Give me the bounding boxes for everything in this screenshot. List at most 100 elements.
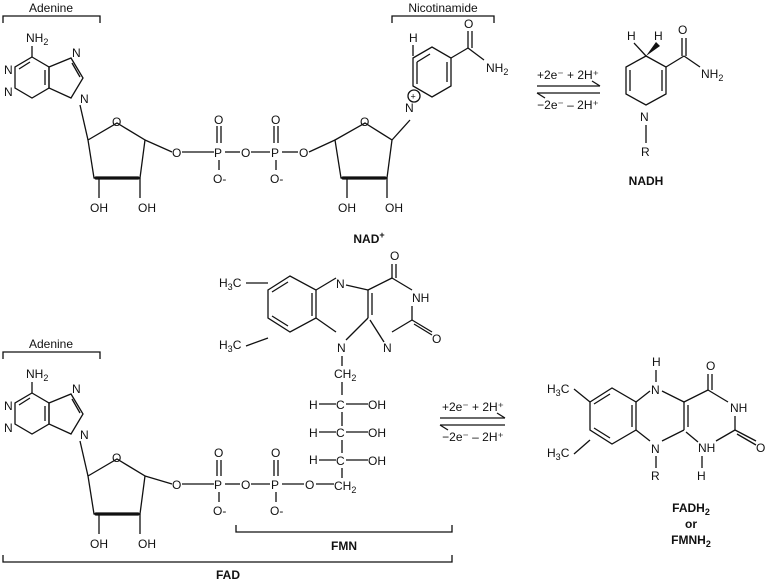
adenine-label-bottom: Adenine <box>29 337 73 351</box>
svg-text:N: N <box>4 399 13 413</box>
svg-text:O: O <box>678 23 687 37</box>
svg-text:R: R <box>641 145 650 159</box>
svg-text:P: P <box>271 146 279 160</box>
svg-text:O: O <box>706 359 715 373</box>
svg-text:O: O <box>271 113 280 127</box>
svg-text:O: O <box>271 446 280 460</box>
adenine-bracket-top: Adenine <box>2 1 101 23</box>
svg-text:O: O <box>299 146 308 160</box>
svg-text:O-: O- <box>270 504 283 518</box>
adenine-bracket-bottom: Adenine <box>2 337 101 359</box>
svg-text:NH: NH <box>698 441 715 455</box>
svg-text:OH: OH <box>385 201 403 215</box>
svg-text:O-: O- <box>270 172 283 186</box>
nad-reverse-label: −2e⁻ – 2H⁺ <box>537 98 599 112</box>
adenine-ring-bottom: NH2 N N N N <box>4 367 89 442</box>
ribose-bottom: O OH OH <box>79 440 173 551</box>
svg-text:O: O <box>360 115 369 129</box>
svg-text:H: H <box>309 398 318 412</box>
svg-text:H: H <box>652 355 661 369</box>
fad-structure: H3C H3C N N O NH O <box>2 249 453 582</box>
svg-text:R: R <box>651 469 660 483</box>
svg-text:H: H <box>309 426 318 440</box>
svg-text:N: N <box>405 101 414 115</box>
svg-text:O: O <box>305 478 314 492</box>
svg-text:H: H <box>654 29 663 43</box>
fadh2-or: or <box>685 517 697 531</box>
fad-label: FAD <box>216 568 240 582</box>
svg-text:H: H <box>627 29 636 43</box>
ribitol-chain: CH2 H C OH H C OH H C OH CH2 <box>309 356 386 495</box>
svg-text:P: P <box>214 478 222 492</box>
ch3-top: H3C <box>219 276 242 292</box>
fad-reaction-arrows: +2e⁻ + 2H⁺ −2e⁻ – 2H⁺ <box>439 400 506 444</box>
nh2-bottom: NH2 <box>26 367 48 383</box>
svg-text:NH: NH <box>412 291 429 305</box>
svg-text:O: O <box>214 446 223 460</box>
n9-label: N <box>80 92 89 106</box>
ribose-2: O OH OH <box>334 115 411 215</box>
svg-text:N: N <box>651 383 660 397</box>
svg-text:N: N <box>336 277 345 291</box>
isoalloxazine-ring: H3C H3C N N O NH O <box>219 249 441 355</box>
svg-text:N: N <box>72 382 81 396</box>
nad-forward-label: +2e⁻ + 2H⁺ <box>537 68 599 82</box>
svg-text:OH: OH <box>138 537 156 551</box>
svg-text:O: O <box>756 441 765 455</box>
n3-label: N <box>4 85 13 99</box>
svg-text:OH: OH <box>90 537 108 551</box>
svg-text:O: O <box>214 113 223 127</box>
nicotinamide-bracket: Nicotinamide <box>391 1 495 23</box>
fadh2-name: FADH2 <box>672 501 710 517</box>
svg-text:OH: OH <box>338 201 356 215</box>
nicotinamide-label: Nicotinamide <box>408 1 478 15</box>
svg-text:C: C <box>336 426 345 440</box>
svg-text:OH: OH <box>368 398 386 412</box>
svg-text:O: O <box>172 146 181 160</box>
ch2-top: CH2 <box>334 367 356 383</box>
svg-text:OH: OH <box>368 426 386 440</box>
svg-text:N: N <box>640 110 649 124</box>
ring-oxygen: O <box>112 115 121 129</box>
ch2-bottom: CH2 <box>334 479 356 495</box>
svg-text:N: N <box>80 428 89 442</box>
fadh2-ch3-bottom: H3C <box>547 446 570 462</box>
adenine-label-top: Adenine <box>29 1 73 15</box>
svg-text:NH: NH <box>730 401 747 415</box>
fadh2-ch3-top: H3C <box>547 382 570 398</box>
svg-text:N: N <box>4 421 13 435</box>
nadh-nh2: NH2 <box>701 67 723 83</box>
fmn-label: FMN <box>331 539 357 553</box>
oh-3: OH <box>138 201 156 215</box>
svg-text:H: H <box>697 469 706 483</box>
fad-reverse-label: −2e⁻ – 2H⁺ <box>442 430 504 444</box>
svg-text:O: O <box>172 478 181 492</box>
svg-text:O: O <box>241 478 250 492</box>
nadh-structure: H H N R O NH2 NADH <box>625 23 723 188</box>
svg-text:C: C <box>336 398 345 412</box>
svg-text:O: O <box>241 146 250 160</box>
fadh2-structure: H3C H3C H N N R O NH O NH H FADH2 <box>547 355 765 549</box>
svg-text:P: P <box>214 146 222 160</box>
svg-text:OH: OH <box>368 454 386 468</box>
n7-label: N <box>72 46 81 60</box>
svg-text:O-: O- <box>213 172 226 186</box>
svg-text:P: P <box>271 478 279 492</box>
fmnh2-name: FMNH2 <box>671 533 711 549</box>
svg-text:N: N <box>651 442 660 456</box>
nad-plus-name: NAD+ <box>353 230 384 246</box>
oh-2: OH <box>90 201 108 215</box>
fad-bracket: FAD <box>2 555 453 582</box>
nh2-label: NH2 <box>26 31 48 47</box>
svg-text:O: O <box>432 332 441 346</box>
nad-structure: Adenine NH2 N N N N O OH OH <box>2 1 508 246</box>
svg-text:N: N <box>337 341 346 355</box>
nad-reaction-arrows: +2e⁻ + 2H⁺ −2e⁻ – 2H⁺ <box>536 68 601 112</box>
nadh-name: NADH <box>629 174 664 188</box>
amide-nh2: NH2 <box>486 61 508 77</box>
phosphate-chain-top: O P O O- O P O O- O <box>172 113 336 186</box>
nicotinamide-ring: H N + O NH2 <box>405 17 508 115</box>
svg-text:H: H <box>309 453 318 467</box>
fmn-bracket: FMN <box>235 525 453 553</box>
phosphate-chain-bottom: O P O O- O P O O- O <box>172 446 314 518</box>
